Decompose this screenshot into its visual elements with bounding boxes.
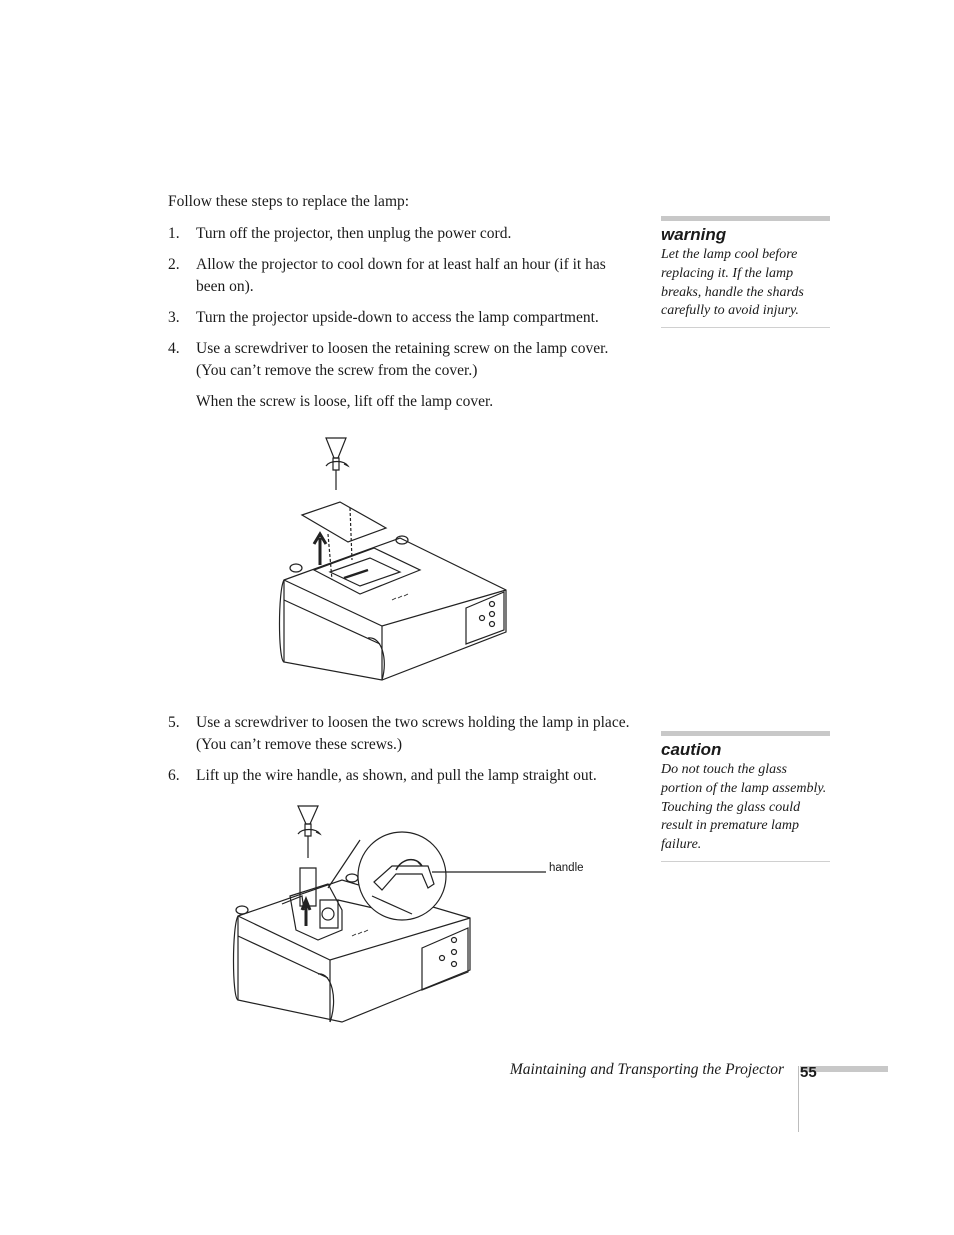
warning-heading: warning xyxy=(661,225,727,244)
rotate-arrow-icon xyxy=(326,462,348,467)
step-text: Turn off the projector, then unplug the … xyxy=(196,225,512,242)
screwdriver-handle xyxy=(326,438,346,458)
lamp-cover xyxy=(302,502,386,542)
step-number: 5. xyxy=(168,714,180,731)
footer-chapter-title: Maintaining and Transporting the Project… xyxy=(509,1061,784,1078)
step-text: Use a screwdriver to loosen the two scre… xyxy=(196,714,630,753)
figure-remove-lamp xyxy=(232,800,552,1030)
step-number: 3. xyxy=(168,309,180,326)
intro-text: Follow these steps to replace the lamp: xyxy=(168,193,410,210)
footer-bar xyxy=(800,1066,888,1072)
page-number: 55 xyxy=(800,1064,817,1081)
step-number: 6. xyxy=(168,767,180,784)
lift-arrow-icon xyxy=(396,860,422,870)
handle-callout: handle xyxy=(549,862,584,874)
step-number: 1. xyxy=(168,225,180,242)
step-4-followup: When the screw is loose, lift off the la… xyxy=(196,393,494,410)
note-bar xyxy=(661,731,830,736)
caution-rule xyxy=(661,861,830,862)
caution-text: Do not touch the glass portion of the la… xyxy=(661,762,827,853)
step-text: Turn the projector upside-down to access… xyxy=(196,309,599,326)
step-text: Allow the projector to cool down for at … xyxy=(196,256,606,295)
note-bar xyxy=(661,216,830,221)
warning-note: warning Let the lamp cool before replaci… xyxy=(661,216,830,321)
wire-handle xyxy=(374,866,434,890)
step-text: Use a screwdriver to loosen the retainin… xyxy=(196,340,609,379)
warning-text: Let the lamp cool before replacing it. I… xyxy=(661,247,804,319)
lamp-assembly xyxy=(290,884,342,940)
step-number: 2. xyxy=(168,256,180,273)
detail-magnifier xyxy=(358,832,446,920)
warning-rule xyxy=(661,327,830,328)
step-number: 4. xyxy=(168,340,180,357)
rotate-arrow-icon xyxy=(298,830,320,835)
lift-arrow-icon xyxy=(314,534,326,565)
step-text: Lift up the wire handle, as shown, and p… xyxy=(196,767,597,784)
screwdriver-handle xyxy=(298,806,318,824)
footer-divider xyxy=(798,1066,799,1132)
figure-remove-lamp-cover xyxy=(270,430,520,692)
screwdriver-grip xyxy=(333,458,339,470)
projector-body xyxy=(284,538,506,680)
caution-note: caution Do not touch the glass portion o… xyxy=(661,731,830,855)
caution-heading: caution xyxy=(661,740,722,759)
